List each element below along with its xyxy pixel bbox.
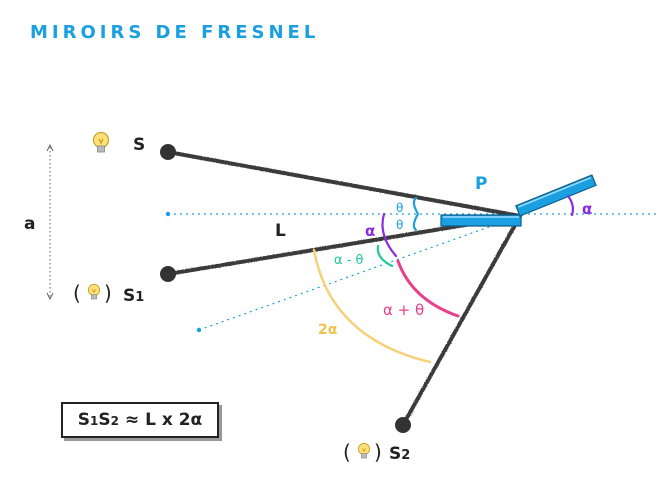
label-S: S bbox=[133, 135, 146, 155]
label-S2: S2 bbox=[389, 444, 410, 464]
label-theta-lower: θ bbox=[396, 218, 404, 232]
inclined-axis bbox=[198, 215, 521, 331]
source-S1-point bbox=[160, 266, 176, 282]
label-S2-main: S bbox=[389, 444, 402, 464]
alpha-arc-right bbox=[566, 194, 574, 217]
label-P: P bbox=[475, 174, 488, 194]
theta-brace bbox=[412, 196, 420, 232]
label-S1: S1 bbox=[123, 286, 144, 306]
a-arrow-down bbox=[46, 292, 54, 301]
paren-open-S1: ( bbox=[73, 281, 81, 305]
lightbulb-icon bbox=[357, 442, 371, 459]
lightbulb-icon bbox=[92, 131, 110, 153]
formula-box: S1S2 ≈ L x 2α bbox=[61, 402, 219, 438]
axis-dot bbox=[165, 211, 171, 217]
label-a: a bbox=[24, 214, 36, 234]
page-title: MIROIRS DE FRESNEL bbox=[30, 22, 320, 43]
label-alpha-left: α bbox=[365, 222, 376, 240]
mirror-inclined bbox=[515, 174, 597, 217]
label-alpha-minus-theta: α - θ bbox=[334, 253, 364, 268]
alpha-minus-theta-arc bbox=[376, 244, 394, 268]
beam-from-S2 bbox=[401, 214, 522, 427]
label-S2-sub: 2 bbox=[401, 448, 411, 463]
formula-s1-main: S bbox=[77, 410, 91, 430]
label-theta-upper: θ bbox=[396, 201, 404, 215]
paren-close-S1: ) bbox=[104, 281, 112, 305]
source-S2-point bbox=[395, 417, 411, 433]
formula-rest: ≈ L x 2α bbox=[118, 410, 203, 430]
a-arrow-up bbox=[46, 143, 54, 152]
label-S1-sub: 1 bbox=[135, 290, 145, 305]
formula-text: S1S2 ≈ L x 2α bbox=[78, 410, 202, 430]
two-alpha-arc bbox=[312, 248, 432, 364]
paren-close-S2: ) bbox=[374, 440, 382, 464]
mirror-horizontal bbox=[440, 214, 522, 227]
label-L: L bbox=[275, 221, 286, 241]
formula-s2-main: S bbox=[98, 410, 111, 430]
inclined-axis-dot bbox=[196, 327, 202, 333]
beam-from-S bbox=[166, 150, 522, 218]
label-alpha-plus-theta: α + θ bbox=[383, 301, 425, 319]
paren-open-S2: ( bbox=[343, 440, 351, 464]
alpha-arc-left bbox=[381, 212, 398, 258]
label-S1-main: S bbox=[123, 286, 136, 306]
lightbulb-icon bbox=[87, 283, 101, 300]
formula-s1-sub: 1 bbox=[90, 414, 99, 428]
label-two-alpha: 2α bbox=[318, 322, 338, 338]
formula-s2-sub: 2 bbox=[110, 414, 119, 428]
alpha-plus-theta-arc bbox=[396, 259, 460, 318]
source-S-point bbox=[160, 144, 176, 160]
label-alpha-right: α bbox=[582, 200, 593, 218]
